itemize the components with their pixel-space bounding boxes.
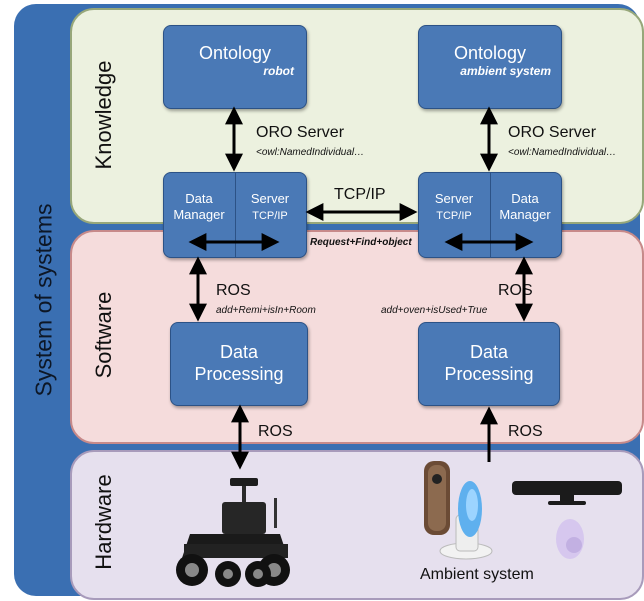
data-manager-left-label: Data Manager xyxy=(173,191,225,222)
ontology-robot-title: Ontology xyxy=(198,43,272,63)
divider xyxy=(235,173,236,257)
ontology-robot-subtitle: robot xyxy=(263,64,294,78)
ontology-ambient-subtitle: ambient system xyxy=(460,64,551,78)
ros-right-subtitle: add+oven+isUsed+True xyxy=(381,305,488,316)
ontology-ambient-box: Ontology ambient system xyxy=(418,25,562,109)
ambient-devices-image xyxy=(424,461,622,560)
ros-bottom-left-label: ROS xyxy=(258,423,293,440)
oro-server-right-subtitle: <owl:NamedIndividual… xyxy=(508,147,617,158)
ontology-ambient-title: Ontology xyxy=(453,43,527,63)
data-processing-right-box: Data Processing xyxy=(418,322,560,406)
ambient-system-label: Ambient system xyxy=(420,566,534,583)
divider xyxy=(490,173,491,257)
server-right-protocol: TCP/IP xyxy=(436,210,472,222)
data-processing-left-box: Data Processing xyxy=(170,322,308,406)
ontology-robot-box: Ontology robot xyxy=(163,25,307,109)
ros-bottom-right-label: ROS xyxy=(508,423,543,440)
oro-server-left-label: ORO Server xyxy=(256,124,345,141)
ros-left-subtitle: add+Remi+isIn+Room xyxy=(216,305,316,316)
server-right-label: Server TCP/IP xyxy=(421,191,487,224)
data-manager-right-label: Data Manager xyxy=(499,191,551,222)
server-right-title: Server xyxy=(434,191,474,206)
oro-server-left-subtitle: <owl:NamedIndividual… xyxy=(256,147,365,158)
ros-left-label: ROS xyxy=(216,282,251,299)
server-left-protocol: TCP/IP xyxy=(252,210,288,222)
hardware-layer xyxy=(70,450,644,600)
data-processing-right-label: Data Processing xyxy=(444,342,534,384)
server-left-title: Server xyxy=(250,191,290,206)
tcpip-label: TCP/IP xyxy=(334,186,386,203)
oro-server-right-label: ORO Server xyxy=(508,124,597,141)
request-label: Request+Find+object xyxy=(310,237,412,248)
server-left-label: Server TCP/IP xyxy=(237,191,303,224)
data-processing-left-label: Data Processing xyxy=(194,342,284,384)
robot-image xyxy=(176,478,290,587)
